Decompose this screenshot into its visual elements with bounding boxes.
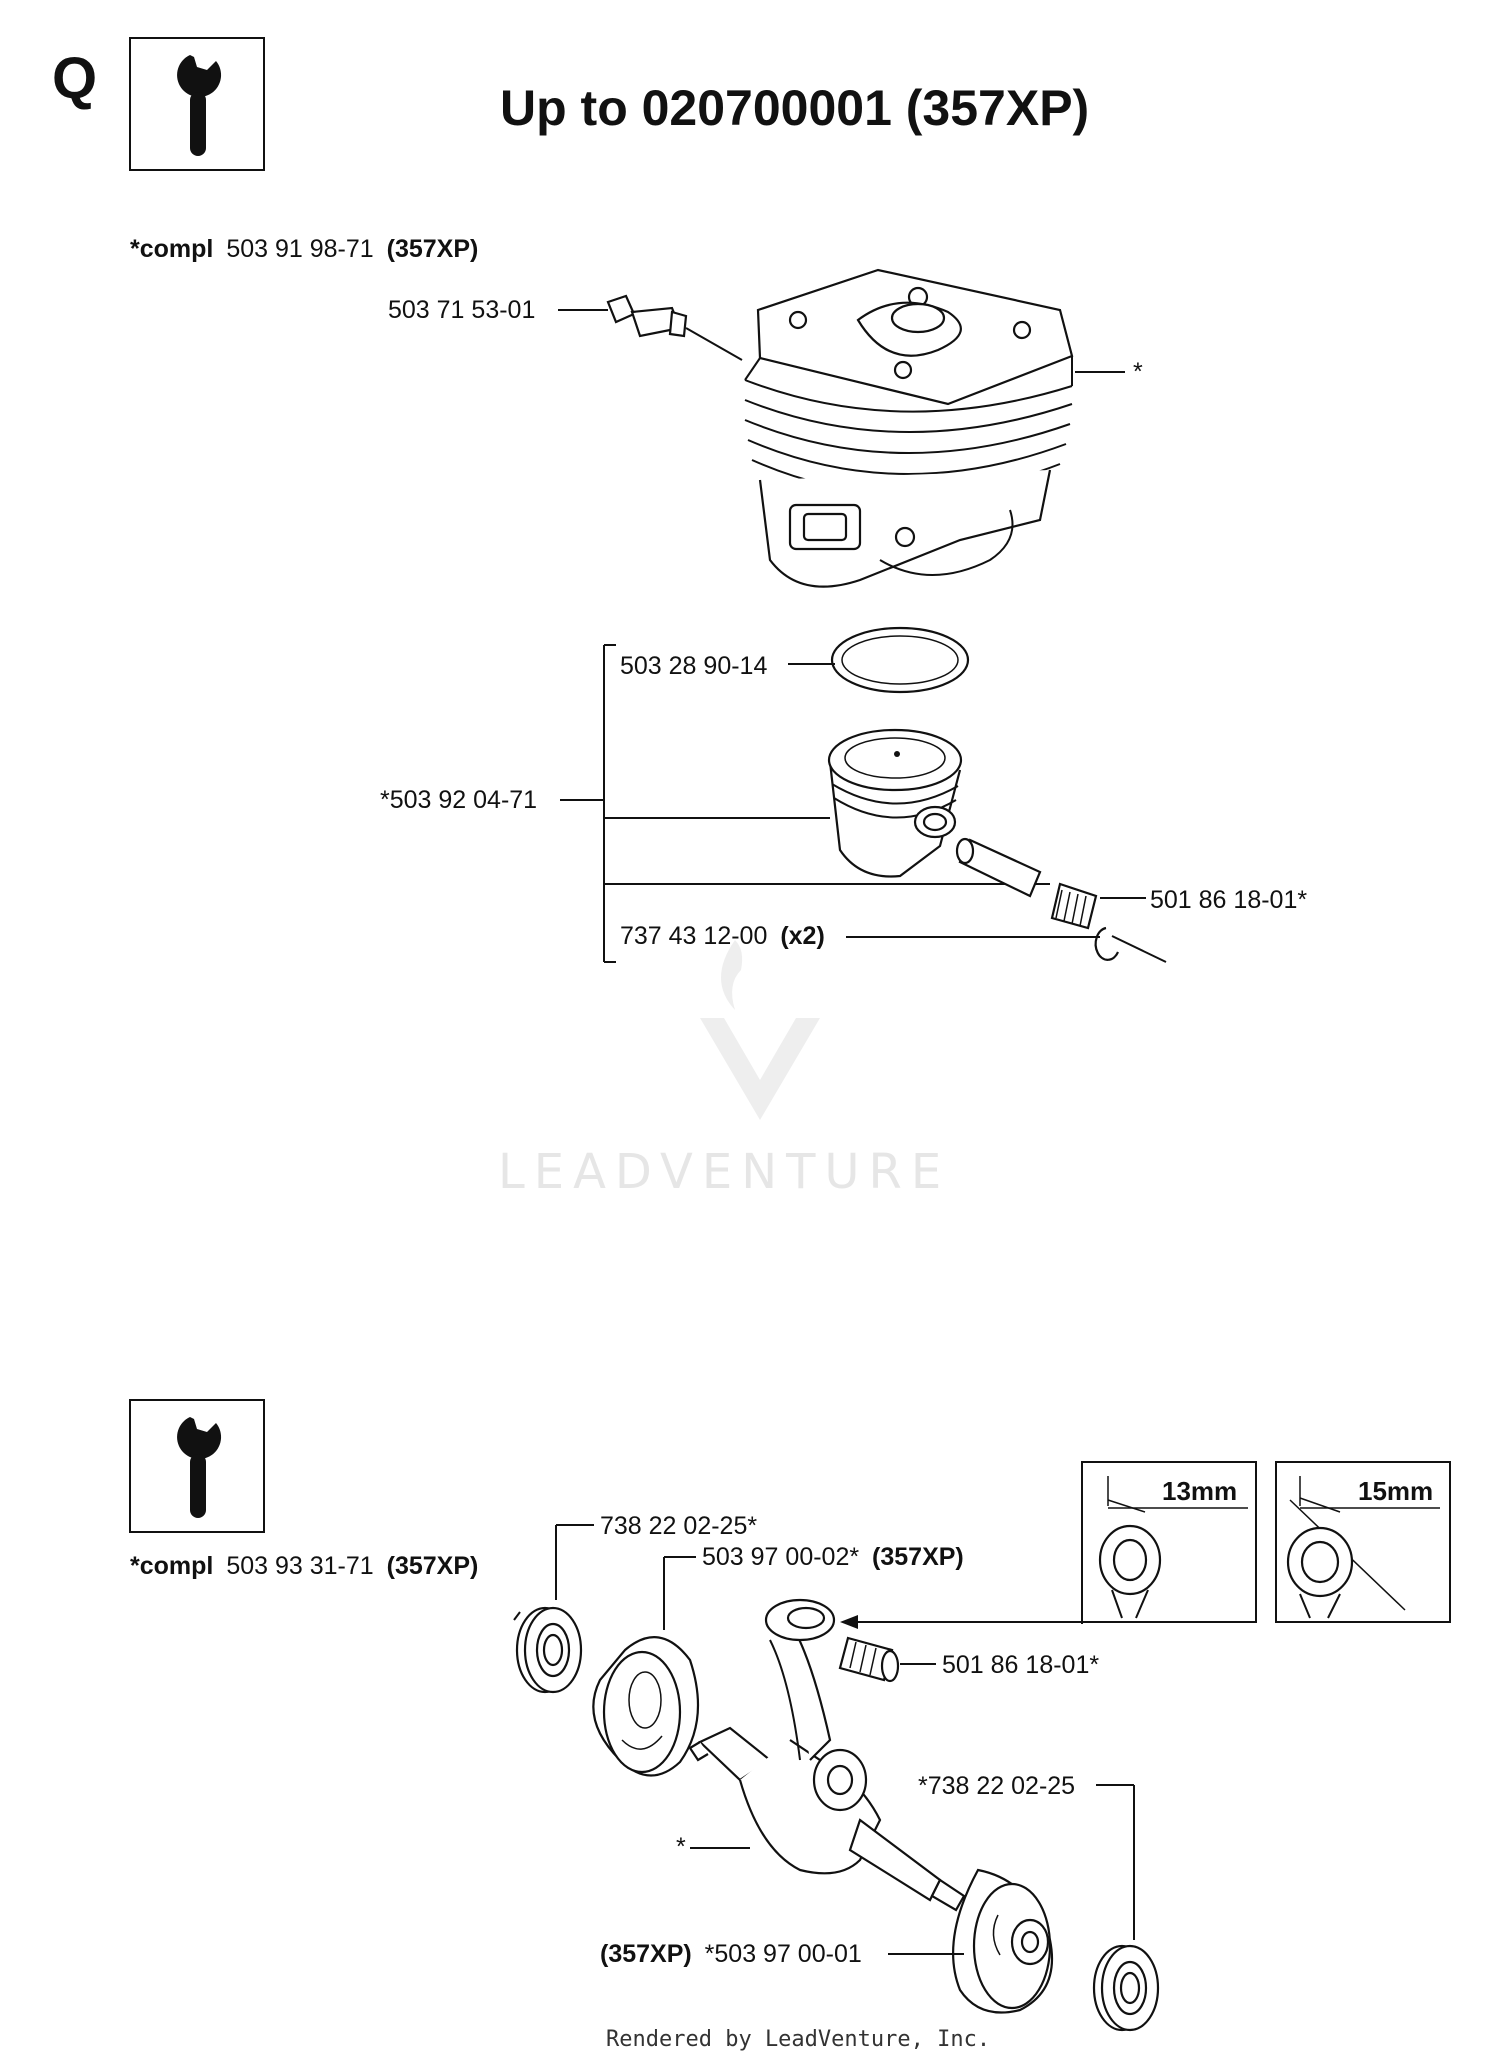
bearing-bottom-label: *738 22 02-25 (918, 1772, 1075, 1800)
crank-half-bottom-label: (357XP) *503 97 00-01 (600, 1940, 862, 1968)
inset-15mm-label: 15mm (1358, 1476, 1433, 1506)
watermark-text: LEADVENTURE (498, 1144, 950, 1200)
decomp-valve (606, 294, 743, 361)
circlip-label: 737 43 12-00 (x2) (620, 922, 825, 950)
inset-13mm-label: 13mm (1162, 1476, 1237, 1506)
bearing-top-label: 738 22 02-25* (600, 1512, 757, 1540)
decomp-valve-label: 503 71 53-01 (388, 296, 535, 324)
needle-bearing-label: 501 86 18-01* (1150, 886, 1307, 914)
crank-compl-label: *compl 503 93 31-71 (357XP) (130, 1552, 478, 1580)
piston-ring (830, 626, 970, 694)
piston-kit-bracket (603, 644, 1050, 963)
section-letter: Q (52, 46, 97, 111)
conrod-needle-bearing-label: 501 86 18-01* (942, 1651, 1099, 1679)
piston-ring-label: 503 28 90-14 (620, 652, 767, 680)
piston-kit-label: *503 92 04-71 (380, 786, 537, 814)
crank-marker: * (676, 1833, 686, 1861)
wrench-icon (129, 37, 265, 171)
cylinder-compl-label: *compl 503 91 98-71 (357XP) (130, 235, 478, 263)
crank-half-top-label: 503 97 00-02* (357XP) (702, 1543, 964, 1571)
crankshaft (688, 1598, 966, 1912)
cylinder (744, 268, 1074, 588)
footer-credit: Rendered by LeadVenture, Inc. (606, 2027, 990, 2052)
conrod-needle-bearing (838, 1636, 900, 1683)
bearing-top (513, 1606, 583, 1694)
wrench-icon (129, 1399, 265, 1533)
leadventure-logo-icon (700, 940, 820, 1120)
inset-13mm (1081, 1461, 1257, 1623)
piston (827, 728, 963, 878)
cylinder-marker: * (1133, 358, 1143, 386)
inset-15mm (1275, 1461, 1451, 1623)
needle-bearing (1050, 882, 1098, 930)
bearing-bottom (1092, 1944, 1160, 2032)
crank-half-bottom (952, 1868, 1054, 2014)
page-title: Up to 020700001 (357XP) (500, 80, 1089, 136)
circlip (1094, 926, 1167, 963)
crank-half-top (592, 1636, 700, 1777)
piston-pin (955, 837, 1042, 898)
